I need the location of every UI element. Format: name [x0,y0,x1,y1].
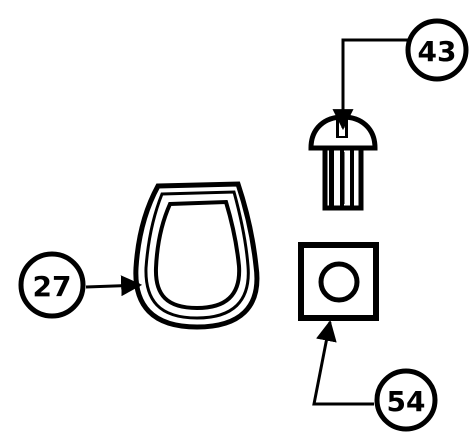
leader-line-54 [312,319,374,406]
loop-clamp-part [133,181,260,330]
callout-43: 43 [405,18,469,82]
square-nut-part [298,242,379,321]
leader-line-43 [332,38,408,131]
callout-27: 27 [18,251,86,319]
screw-part [308,114,378,211]
callout-43-label: 43 [418,35,457,68]
callout-54-label: 54 [387,385,426,418]
callout-54: 54 [374,368,438,432]
callout-27-label: 27 [33,270,72,303]
leader-line-27 [85,275,143,297]
